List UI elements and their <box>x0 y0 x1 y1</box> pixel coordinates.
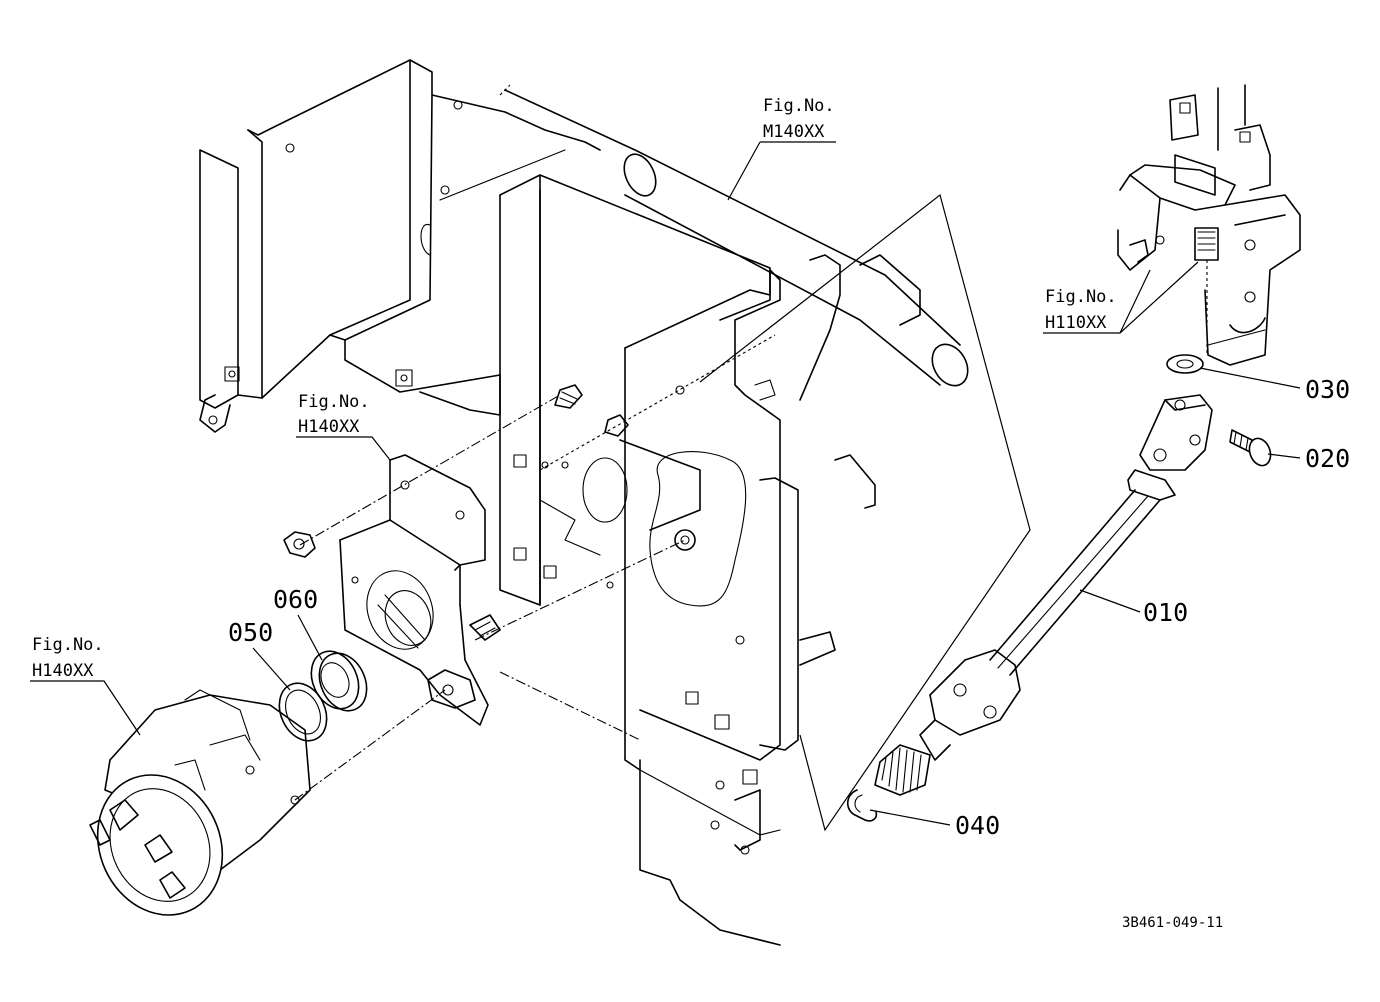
snap-ring-040 <box>846 789 878 822</box>
fig-ref-code: H140XX <box>298 417 360 437</box>
universal-joint-shaft-010 <box>874 394 1213 796</box>
center-plate <box>499 174 771 606</box>
detail-callout-frame <box>699 193 1031 832</box>
column-bracket <box>1117 84 1301 366</box>
ball-bearing-060 <box>310 650 368 712</box>
fig-ref-caption: Fig.No. <box>1045 287 1117 307</box>
fig-ref-code: H140XX <box>32 661 94 681</box>
motor-assembly <box>89 689 311 916</box>
fig-ref-h140-lower: Fig.No. H140XX <box>30 635 141 736</box>
part-number: 060 <box>273 585 318 614</box>
fig-ref-caption: Fig.No. <box>298 392 370 412</box>
fig-ref-h110: Fig.No. H110XX <box>1043 261 1199 334</box>
assembly-centerlines <box>294 334 776 801</box>
fig-ref-h140-upper: Fig.No. H140XX <box>296 392 391 461</box>
part-number: 030 <box>1305 375 1350 404</box>
part-callout-040: 040 <box>869 809 1000 840</box>
fig-ref-code: H110XX <box>1045 313 1107 333</box>
drawing-number: 3B461-049-11 <box>1122 915 1223 931</box>
fig-ref-caption: Fig.No. <box>763 96 835 116</box>
part-callout-030: 030 <box>1199 367 1350 404</box>
part-number: 010 <box>1143 598 1188 627</box>
bolt-020 <box>1229 429 1272 467</box>
nut <box>283 531 316 558</box>
fig-ref-m140: Fig.No. M140XX <box>727 96 836 201</box>
part-callout-010: 010 <box>1079 589 1188 627</box>
cross-shaft <box>499 84 969 387</box>
motor-mount-bracket <box>339 454 501 726</box>
part-callout-020: 020 <box>1267 444 1350 473</box>
fig-ref-code: M140XX <box>763 122 825 142</box>
fig-ref-caption: Fig.No. <box>32 635 104 655</box>
part-callout-060: 060 <box>273 585 323 661</box>
washer-030 <box>1166 354 1204 374</box>
front-main-plate <box>624 254 876 946</box>
part-callout-050: 050 <box>228 618 291 691</box>
part-number: 020 <box>1305 444 1350 473</box>
part-number: 050 <box>228 618 273 647</box>
circlip-050 <box>278 682 328 742</box>
part-number: 040 <box>955 811 1000 840</box>
